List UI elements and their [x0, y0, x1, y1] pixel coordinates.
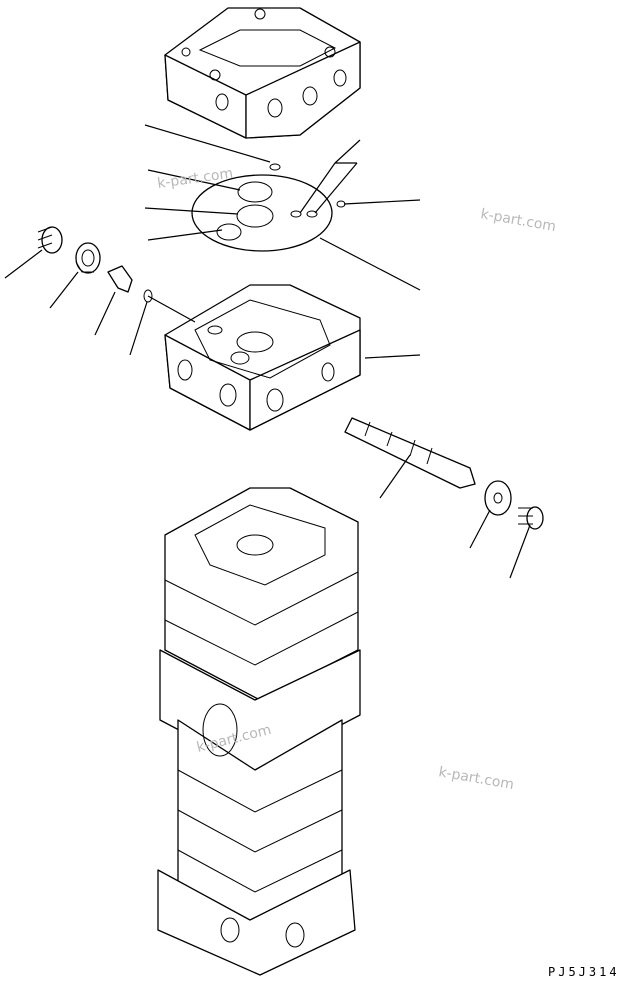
- plug-screw[interactable]: [107, 265, 133, 293]
- top-cover[interactable]: [164, 7, 361, 139]
- valve-section[interactable]: [164, 284, 361, 431]
- valve-stack[interactable]: [157, 487, 361, 976]
- o-ring-left[interactable]: [143, 289, 153, 303]
- cap-left[interactable]: [37, 226, 63, 254]
- leader-lines: [4, 124, 531, 579]
- small-o-ring[interactable]: [269, 163, 281, 171]
- seal-right[interactable]: [518, 506, 544, 530]
- small-o-ring[interactable]: [336, 200, 346, 208]
- watermark-text: k-part.com: [479, 206, 557, 235]
- watermark-text: k-part.com: [437, 764, 515, 793]
- nut-left[interactable]: [75, 242, 101, 274]
- cap-right[interactable]: [484, 480, 512, 516]
- spool[interactable]: [344, 417, 476, 489]
- gasket-plate[interactable]: [191, 174, 333, 252]
- drawing-code: PJ5J314: [548, 965, 620, 979]
